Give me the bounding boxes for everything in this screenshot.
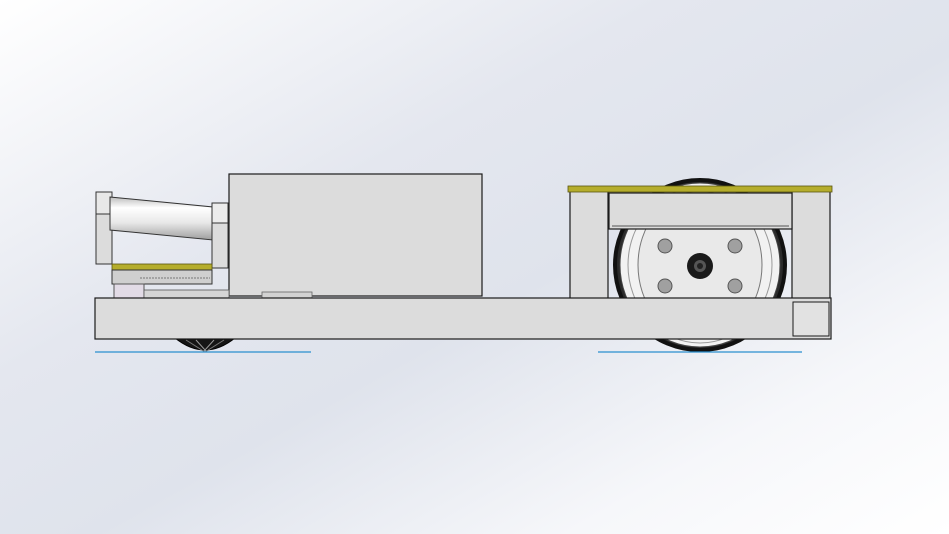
corner-block bbox=[792, 301, 830, 337]
hub-bolt bbox=[727, 238, 743, 254]
chassis-base bbox=[94, 297, 832, 340]
top-plate bbox=[567, 185, 833, 193]
hub-bolt bbox=[657, 278, 673, 294]
cylinder-assembly bbox=[95, 191, 313, 299]
hub-bolt bbox=[727, 278, 743, 294]
wheel-housing bbox=[567, 185, 833, 300]
battery-box bbox=[228, 173, 483, 297]
hub-bolt bbox=[657, 238, 673, 254]
